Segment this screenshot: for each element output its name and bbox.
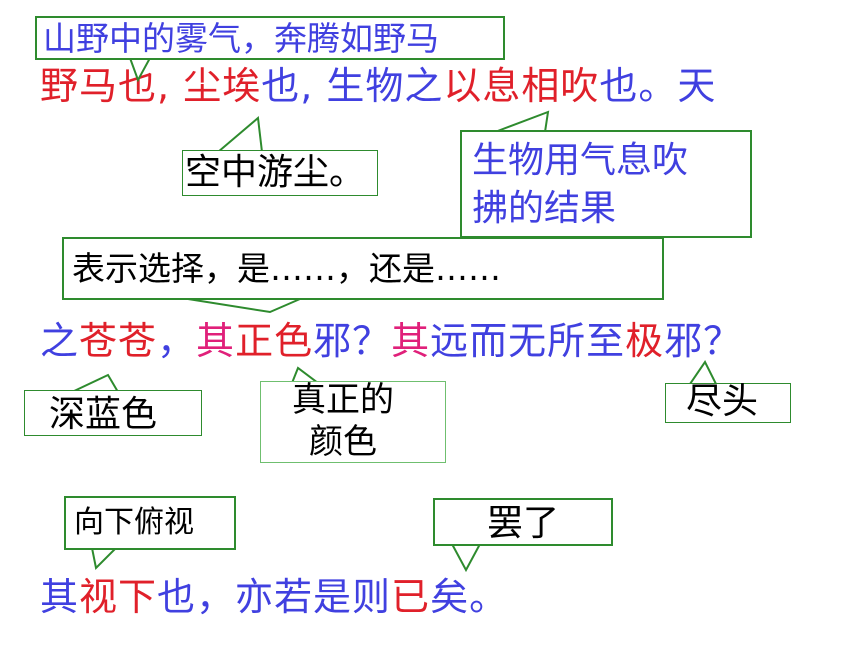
callout-end: 尽头 <box>665 381 791 423</box>
text-segment: 其 <box>40 575 80 619</box>
tail-wild-horse <box>128 57 152 83</box>
callout-look-down: 向下俯视 <box>64 496 236 550</box>
tail-breath <box>494 110 550 133</box>
tail-choice <box>187 298 301 314</box>
text-segment: 野马也, <box>40 64 171 108</box>
text-segment: ， <box>157 319 197 363</box>
callout-breath-line-1: 生物用气息吹 <box>472 140 689 181</box>
callout-stop: 罢了 <box>433 498 613 546</box>
callout-look-down-text: 向下俯视 <box>74 505 194 540</box>
tail-look-down <box>90 547 119 571</box>
callout-end-text: 尽头 <box>686 381 759 422</box>
text-segment: 也，亦若是则 <box>157 575 392 619</box>
callout-wild-horse: 山野中的雾气，奔腾如野马 <box>35 16 505 60</box>
callout-deep-blue: 深蓝色 <box>24 390 202 436</box>
text-segment: 也。天 <box>599 64 717 108</box>
callout-true-color: 真正的 颜色 <box>260 380 446 463</box>
text-segment: 以息相吹 <box>443 64 600 108</box>
callout-dust-text: 空中游尘。 <box>185 152 366 193</box>
text-segment: 之 <box>40 319 80 363</box>
tail-stop <box>450 543 482 573</box>
callout-breath: 生物用气息吹 拂的结果 <box>460 130 752 238</box>
text-line-3: 其视下也，亦若是则已矣。 <box>40 574 508 620</box>
callout-true-color-line-1: 真正的 <box>292 380 394 420</box>
text-segment: 邪？ <box>313 319 392 363</box>
callout-breath-line-2: 拂的结果 <box>472 188 617 229</box>
text-segment: 正色 <box>235 319 314 363</box>
text-segment: 尘埃 <box>183 64 262 108</box>
text-segment: 极 <box>625 319 665 363</box>
callout-true-color-line-2: 颜色 <box>309 422 377 462</box>
callout-choice-text: 表示选择，是……，还是…… <box>72 249 501 288</box>
text-segment: 其 <box>196 319 236 363</box>
callout-wild-horse-text: 山野中的雾气，奔腾如野马 <box>43 19 439 58</box>
callout-choice: 表示选择，是……，还是…… <box>62 237 664 300</box>
text-line-1: 野马也, 尘埃也, 生物之以息相吹也。天 <box>40 63 716 109</box>
text-segment: 也, <box>261 64 314 108</box>
text-line-2: 之苍苍，其正色邪？其远而无所至极邪？ <box>40 318 742 364</box>
text-segment: 其 <box>391 319 431 363</box>
text-segment: 远而无所至 <box>430 319 626 363</box>
callout-dust: 空中游尘。 <box>182 150 378 196</box>
text-segment: 邪？ <box>664 319 743 363</box>
text-segment: 生物之 <box>313 64 444 108</box>
text-segment: 视下 <box>79 575 158 619</box>
tail-dust <box>215 116 264 153</box>
text-segment: 苍苍 <box>79 319 158 363</box>
text-segment: 已 <box>391 575 431 619</box>
callout-deep-blue-text: 深蓝色 <box>49 394 158 435</box>
text-segment: 矣。 <box>430 575 509 619</box>
callout-stop-text: 罢了 <box>487 503 560 544</box>
